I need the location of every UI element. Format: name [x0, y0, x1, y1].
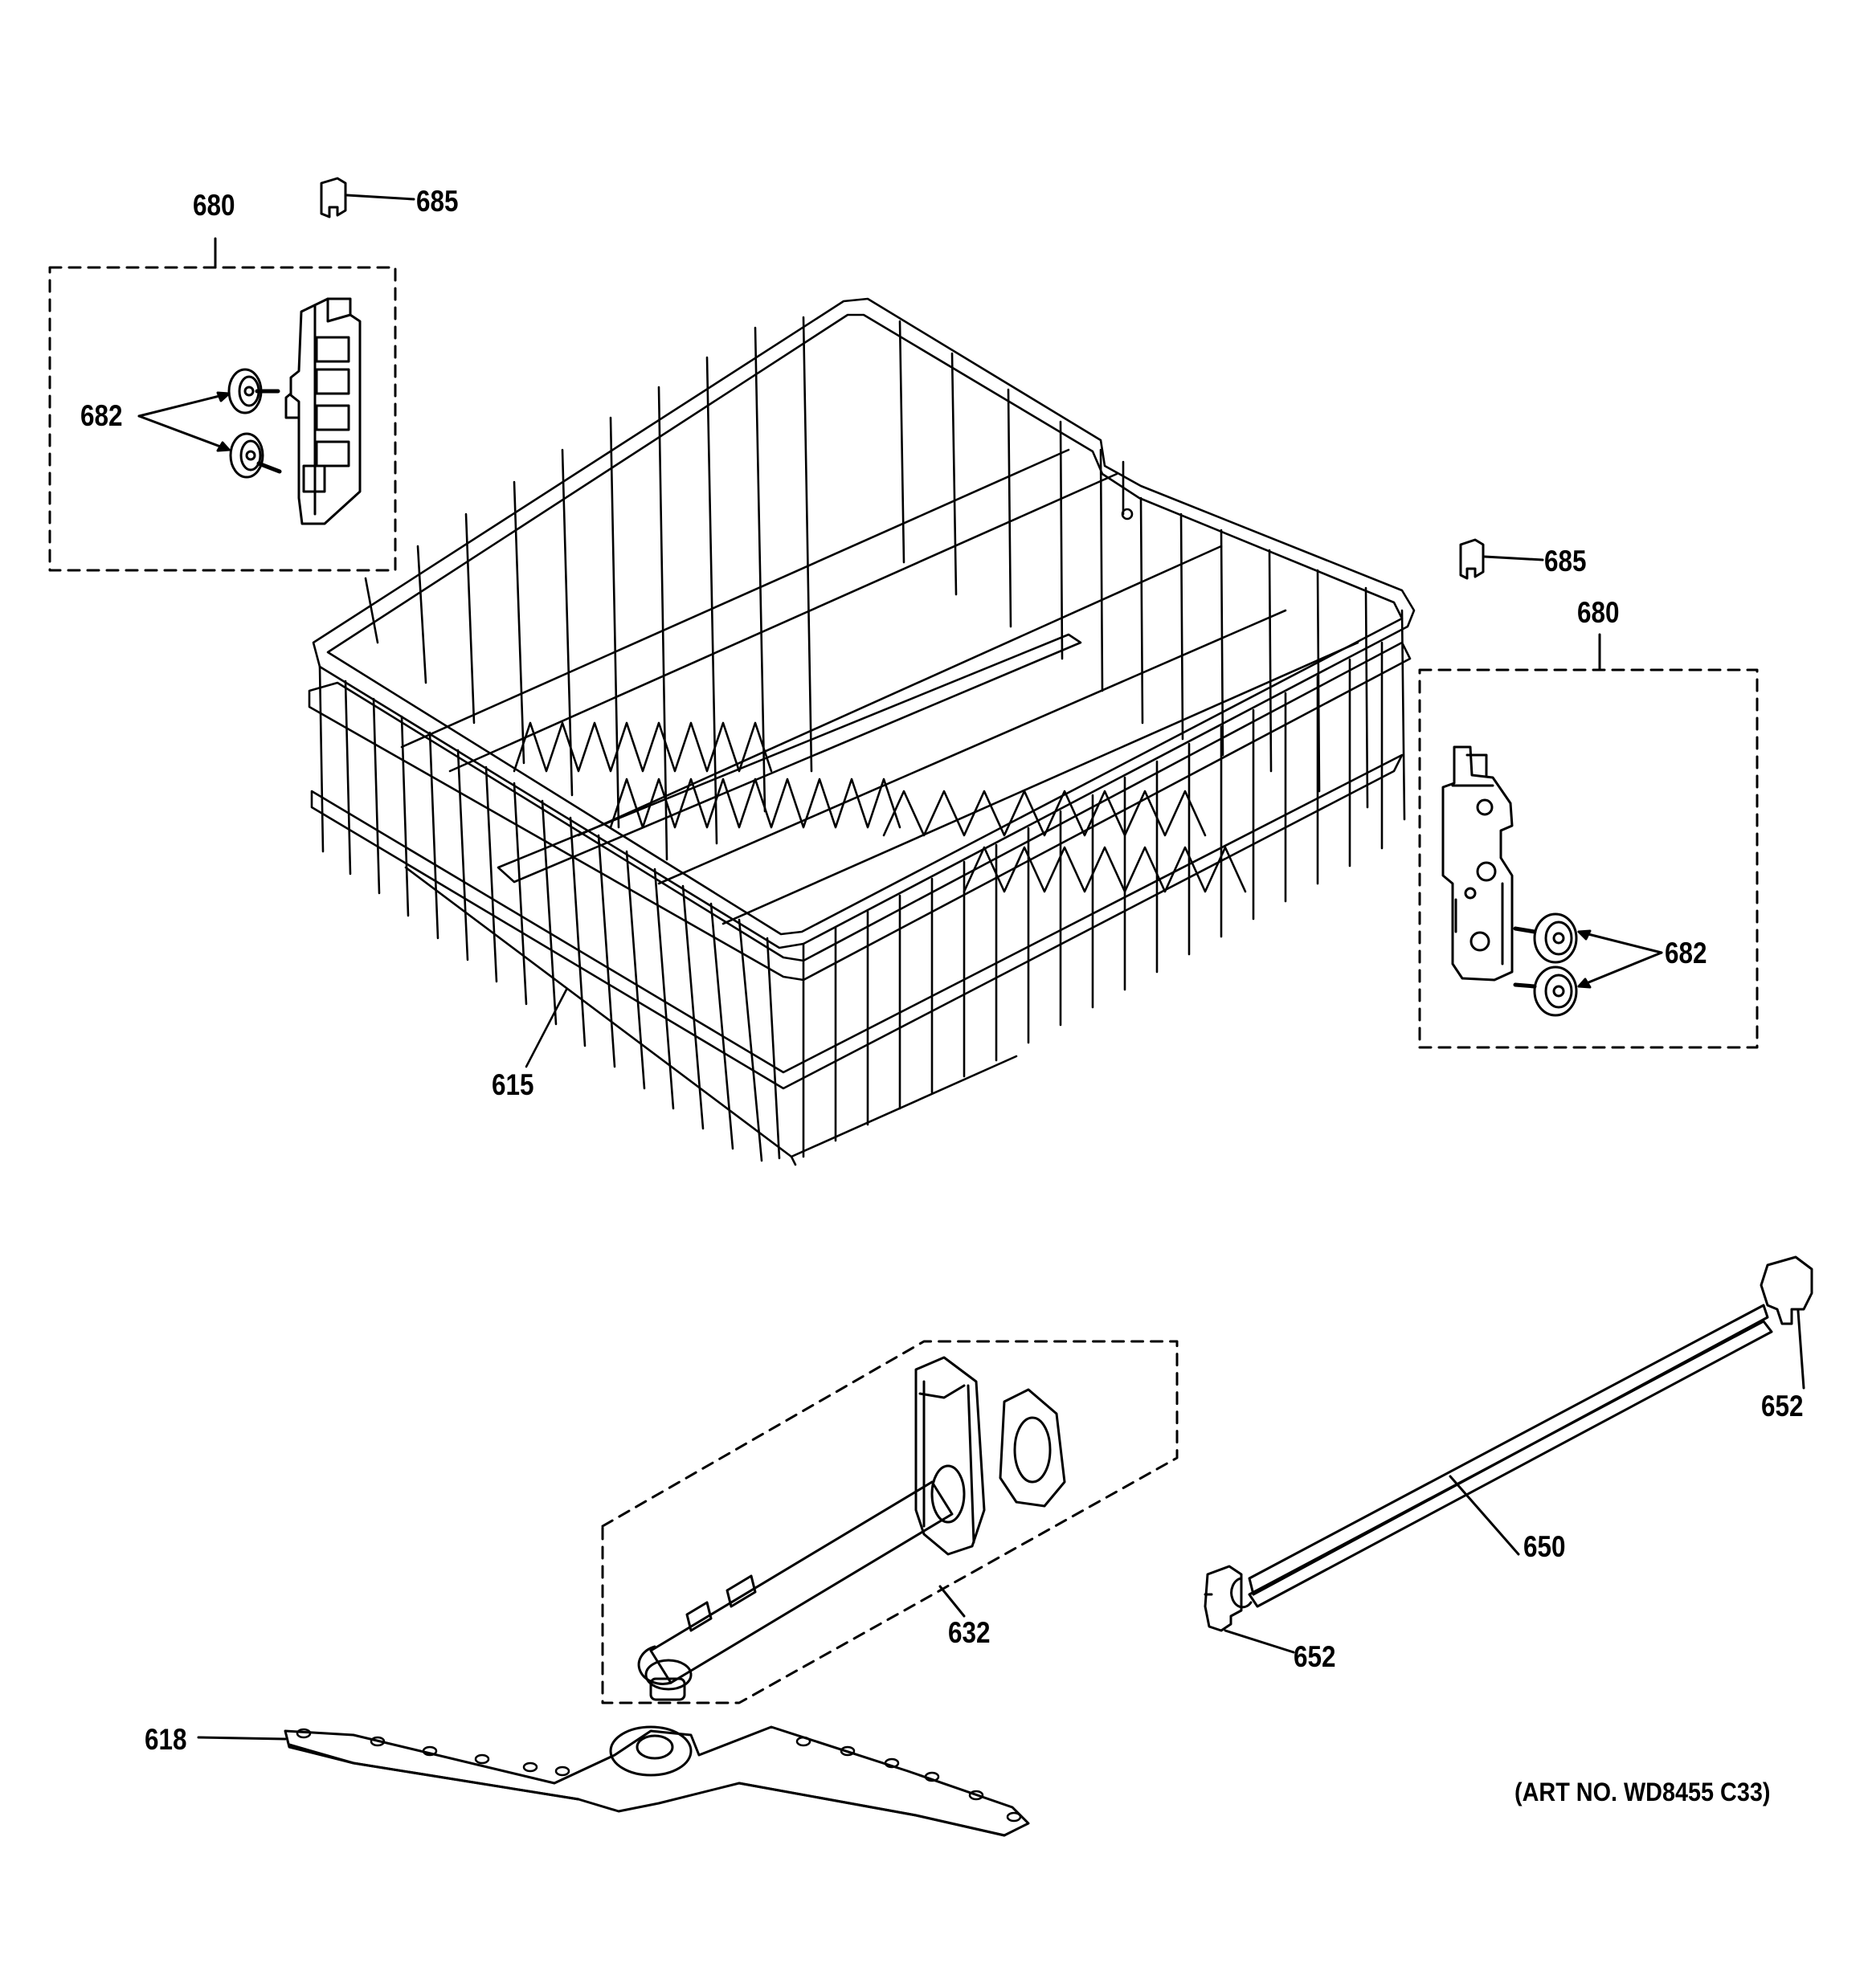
callout-632: 632 — [948, 1616, 991, 1649]
rack-track-rail-icon — [1230, 1304, 1773, 1609]
callout-682-left: 682 — [80, 399, 123, 432]
callout-652-top: 652 — [1761, 1390, 1804, 1423]
callout-652-bottom: 652 — [1294, 1640, 1336, 1673]
rack-roller-wheel-icon — [227, 368, 280, 414]
callout-618: 618 — [145, 1723, 187, 1756]
rack-roller-wheel-icon — [1513, 912, 1578, 964]
callout-685-left: 685 — [416, 185, 459, 218]
rack-adjuster-kit-right — [1418, 633, 1759, 1049]
callout-680-left: 680 — [193, 189, 235, 222]
rack-adjuster-icon — [284, 297, 362, 525]
rack-roller-wheel-icon — [229, 432, 282, 479]
callout-650: 650 — [1523, 1530, 1566, 1563]
rack-roller-wheel-icon — [1513, 965, 1578, 1017]
upper-rack-icon — [308, 297, 1416, 1166]
callout-685-right: 685 — [1544, 545, 1587, 578]
rack-stop-clip-icon — [320, 177, 415, 218]
rack-adjuster-icon — [1441, 745, 1514, 982]
spray-arm-manifold-icon — [601, 1340, 1179, 1704]
callout-680-right: 680 — [1577, 596, 1620, 629]
rack-stop-clip-icon — [1459, 538, 1544, 580]
track-end-cap-icon — [1204, 1565, 1295, 1654]
art-number: (ART NO. WD8455 C33) — [1514, 1778, 1771, 1806]
rack-adjuster-kit-left — [48, 237, 397, 572]
callout-615: 615 — [492, 1068, 534, 1101]
callout-682-right: 682 — [1665, 937, 1707, 970]
spray-arm-icon — [197, 1725, 1030, 1837]
track-end-cap-icon — [1760, 1255, 1813, 1390]
